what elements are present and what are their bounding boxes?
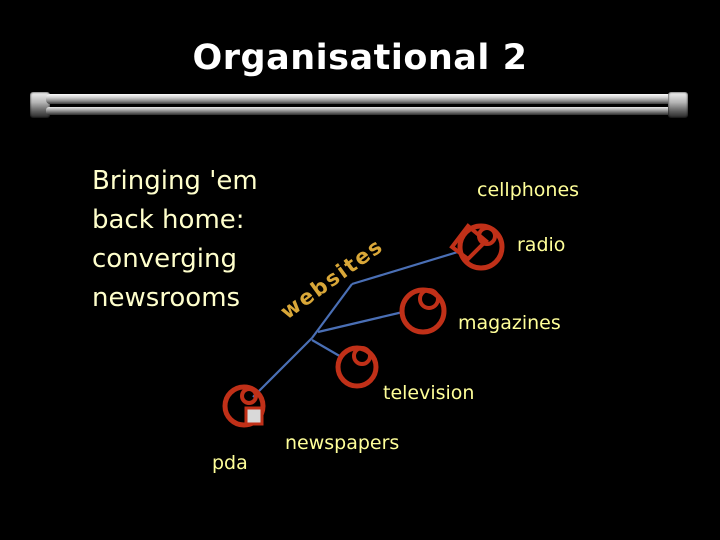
divider-cap-right: [668, 92, 688, 118]
label-pda: pda: [212, 452, 248, 474]
label-radio: radio: [517, 234, 566, 256]
body-line: Bringing 'em: [92, 166, 258, 196]
label-television: television: [383, 382, 475, 404]
divider-bar: [30, 92, 688, 120]
divider-rod-bottom: [46, 107, 672, 115]
connector-lines: [252, 249, 462, 398]
magazines-node-icon: [399, 287, 447, 335]
label-cellphones: cellphones: [477, 179, 580, 201]
television-node-icon: [335, 345, 379, 389]
divider-cap-left: [30, 92, 50, 118]
body-text: Bringing 'em back home: converging newsr…: [92, 162, 258, 318]
label-magazines: magazines: [458, 312, 561, 334]
divider-rod-top: [46, 94, 672, 104]
radio-node-icon: [449, 223, 505, 271]
body-line: converging: [92, 244, 238, 274]
body-line: newsrooms: [92, 283, 241, 313]
slide-title: Organisational 2: [192, 38, 528, 78]
pda-node-icon: [222, 384, 266, 428]
body-line: back home:: [92, 205, 245, 235]
label-newspapers: newspapers: [285, 432, 400, 454]
